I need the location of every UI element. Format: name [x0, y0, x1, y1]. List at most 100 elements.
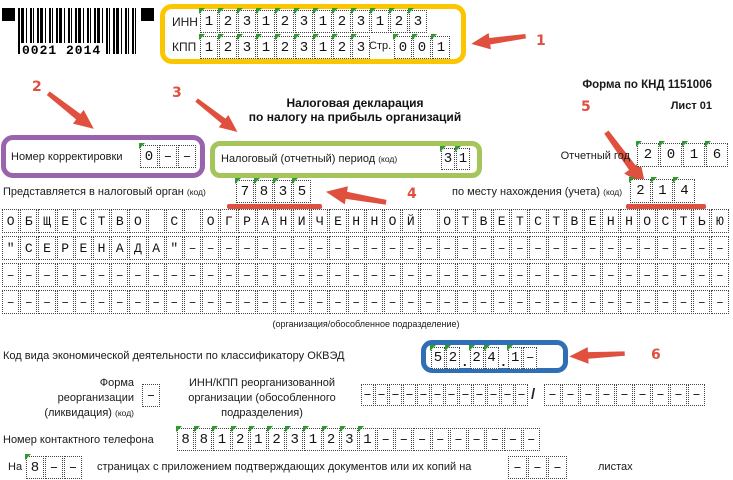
form-cell[interactable]: 2 [218, 8, 237, 33]
form-cell[interactable]: – [565, 263, 583, 287]
form-cell[interactable]: О [438, 209, 456, 233]
form-cell[interactable]: – [129, 263, 147, 287]
form-cell[interactable]: – [347, 236, 365, 260]
form-cell[interactable]: – [511, 236, 529, 260]
form-cell[interactable]: А [111, 236, 129, 260]
form-cell[interactable]: – [293, 263, 311, 287]
form-cell[interactable]: 1 [455, 146, 470, 170]
form-cell[interactable]: Е [329, 209, 347, 233]
form-cell[interactable]: – [584, 236, 602, 260]
form-cell[interactable]: 2 [389, 8, 408, 33]
form-cell[interactable]: – [584, 263, 602, 287]
form-cell[interactable]: – [711, 263, 729, 287]
form-cell[interactable]: 2 [218, 34, 237, 59]
form-cell[interactable]: – [383, 290, 402, 314]
form-cell[interactable]: – [92, 290, 111, 314]
form-cell[interactable]: 1 [507, 345, 523, 369]
form-cell[interactable]: – [445, 384, 458, 406]
form-cell[interactable]: 2 [636, 141, 659, 167]
form-cell[interactable]: А [147, 236, 165, 260]
form-cell[interactable]: – [389, 384, 402, 406]
form-cell[interactable] [147, 209, 165, 233]
form-cell[interactable]: – [274, 290, 292, 314]
form-cell[interactable]: – [438, 290, 456, 314]
form-cell[interactable]: – [456, 290, 474, 314]
form-cell[interactable]: Е [38, 236, 56, 260]
form-cell[interactable]: Е [56, 209, 74, 233]
form-cell[interactable]: В [111, 209, 129, 233]
form-cell[interactable]: – [147, 263, 165, 287]
form-cell[interactable]: – [202, 236, 220, 260]
form-cell[interactable]: – [311, 290, 329, 314]
form-cell[interactable]: 7 [235, 178, 254, 203]
form-cell[interactable]: – [165, 290, 183, 314]
form-cell[interactable]: – [129, 290, 147, 314]
form-cell[interactable]: – [504, 428, 522, 451]
form-cell[interactable]: – [674, 263, 693, 287]
form-cell[interactable]: 8 [194, 426, 213, 451]
form-cell[interactable]: – [693, 236, 711, 260]
form-cell[interactable]: – [547, 290, 565, 314]
form-cell[interactable]: И [293, 209, 311, 233]
form-cell[interactable]: – [529, 236, 547, 260]
form-cell[interactable]: – [486, 428, 504, 451]
form-cell[interactable]: – [111, 290, 129, 314]
form-cell[interactable]: 1 [199, 34, 218, 59]
form-cell[interactable]: Т [674, 209, 693, 233]
form-cell[interactable]: О [2, 209, 20, 233]
form-cell[interactable]: Н [365, 209, 383, 233]
form-cell[interactable]: – [403, 384, 416, 406]
form-cell[interactable]: – [515, 384, 528, 406]
form-cell[interactable]: Е [493, 209, 511, 233]
form-cell[interactable]: 0 [659, 141, 682, 167]
form-cell[interactable]: Н [602, 209, 620, 233]
form-cell[interactable]: 2 [275, 34, 294, 59]
form-cell[interactable]: 4 [483, 345, 499, 369]
form-cell[interactable]: – [674, 236, 693, 260]
form-cell[interactable]: 3 [294, 34, 313, 59]
form-cell[interactable]: – [147, 290, 165, 314]
form-cell[interactable]: 3 [294, 8, 313, 33]
form-cell[interactable]: Д [129, 236, 147, 260]
form-cell[interactable]: 2 [445, 345, 460, 369]
form-cell[interactable]: – [56, 290, 74, 314]
form-cell[interactable]: – [511, 263, 529, 287]
form-cell[interactable]: – [493, 236, 511, 260]
form-cell[interactable]: – [456, 236, 474, 260]
form-cell[interactable]: – [64, 456, 82, 479]
form-cell[interactable]: Ч [311, 209, 329, 233]
form-cell[interactable]: 2 [266, 426, 286, 451]
form-cell[interactable]: – [438, 236, 456, 260]
form-cell[interactable]: – [522, 428, 540, 451]
form-cell[interactable]: Щ [38, 209, 56, 233]
form-cell[interactable]: 0 [139, 143, 158, 168]
form-cell[interactable]: – [361, 384, 374, 406]
form-cell[interactable]: – [347, 263, 365, 287]
form-cell[interactable]: – [449, 428, 467, 451]
form-cell[interactable]: – [383, 236, 402, 260]
form-cell[interactable]: Н [620, 209, 638, 233]
form-cell[interactable]: Н [274, 209, 292, 233]
form-cell[interactable]: – [670, 384, 687, 406]
form-cell[interactable]: – [474, 263, 493, 287]
form-cell[interactable]: 5 [430, 345, 445, 369]
form-cell[interactable]: – [293, 290, 311, 314]
form-cell[interactable]: – [365, 236, 383, 260]
form-cell[interactable]: – [459, 384, 472, 406]
form-cell[interactable]: – [413, 428, 431, 451]
form-cell[interactable]: Р [56, 236, 74, 260]
form-cell[interactable]: – [329, 290, 347, 314]
form-cell[interactable]: – [256, 236, 274, 260]
form-cell[interactable]: 4 [673, 177, 695, 203]
form-cell[interactable]: – [620, 263, 638, 287]
form-cell[interactable]: Н [92, 236, 111, 260]
form-cell[interactable]: – [183, 263, 202, 287]
form-cell[interactable]: Г [220, 209, 238, 233]
form-cell[interactable]: – [493, 263, 511, 287]
form-cell[interactable]: – [311, 236, 329, 260]
form-cell[interactable]: 1 [357, 426, 377, 451]
form-cell[interactable]: – [431, 428, 449, 451]
form-cell[interactable]: – [377, 428, 395, 451]
form-cell[interactable]: 1 [313, 8, 332, 33]
form-cell[interactable]: – [584, 290, 602, 314]
